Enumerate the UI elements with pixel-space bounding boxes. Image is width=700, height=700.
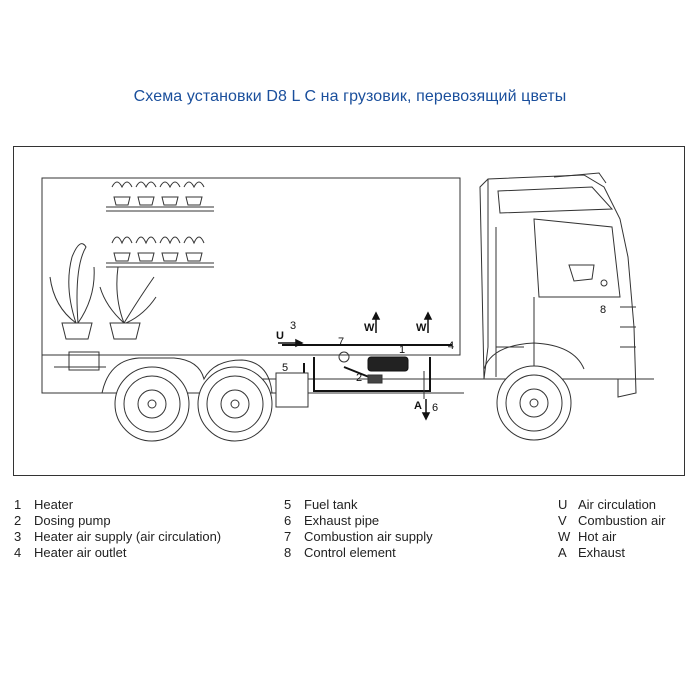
heater-unit [338, 351, 409, 384]
label-a: A [414, 400, 422, 412]
legend-item: 5 Fuel tank [284, 497, 433, 513]
potted-plants [49, 243, 157, 340]
legend-text: Control element [304, 545, 396, 560]
legend-text: Exhaust [578, 545, 625, 560]
flower-shelves [106, 181, 214, 268]
legend-text: Heater air supply (air circulation) [34, 529, 222, 544]
legend-key: 5 [284, 497, 292, 512]
legend-text: Air circulation [578, 497, 657, 512]
callout-2: 2 [356, 372, 362, 384]
legend-item: A Exhaust [558, 545, 665, 561]
legend-text: Combustion air supply [304, 529, 433, 544]
label-u: U [276, 330, 284, 342]
label-w-1: W [364, 322, 375, 334]
legend-key: 1 [14, 497, 22, 512]
truck-cab [479, 174, 637, 398]
legend-text: Heater [34, 497, 74, 512]
cargo-box [41, 177, 461, 356]
heater-ducts [282, 344, 452, 392]
callout-3: 3 [290, 320, 296, 332]
rear-wheel-1 [114, 366, 190, 442]
legend-item: 3 Heater air supply (air circulation) [14, 529, 221, 545]
rear-wheel-2 [197, 366, 273, 442]
control-element [600, 279, 608, 287]
legend-key: W [558, 529, 571, 544]
rear-fender [101, 357, 273, 394]
diagram-title: Схема установки D8 L C на грузовик, пере… [133, 88, 567, 105]
legend-key: 2 [14, 513, 22, 528]
legend-item: 4 Heater air outlet [14, 545, 221, 561]
legend-text: Dosing pump [34, 513, 111, 528]
callout-4: 4 [448, 340, 454, 352]
legend-text: Exhaust pipe [304, 513, 380, 528]
fuel-tank [275, 372, 309, 408]
legend-item: V Combustion air [558, 513, 665, 529]
legend-item: W Hot air [558, 529, 665, 545]
legend-column-components-1: 1 Heater 2 Dosing pump 3 Heater air supply (a… [14, 497, 221, 561]
callout-6: 6 [432, 402, 438, 414]
legend-item: 7 Combustion air supply [284, 529, 433, 545]
legend-text: Hot air [578, 529, 617, 544]
chassis-frame [41, 355, 654, 394]
callout-8: 8 [600, 304, 606, 316]
callout-1: 1 [399, 344, 405, 356]
legend-text: Heater air outlet [34, 545, 127, 560]
truck-illustration: 1 2 3 4 5 6 7 8 U W W A [41, 172, 654, 442]
callout-5: 5 [282, 362, 288, 374]
legend-item: 6 Exhaust pipe [284, 513, 433, 529]
callout-7: 7 [338, 336, 344, 348]
legend-item: 1 Heater [14, 497, 221, 513]
legend-item: 2 Dosing pump [14, 513, 221, 529]
legend-item: U Air circulation [558, 497, 665, 513]
legend-key: 7 [284, 529, 292, 544]
legend-item: 8 Control element [284, 545, 433, 561]
label-w-2: W [416, 322, 427, 334]
legend-key: 8 [284, 545, 292, 560]
front-wheel [496, 365, 572, 441]
legend-text: Fuel tank [304, 497, 358, 512]
legend-text: Combustion air [578, 513, 666, 528]
legend-key: V [558, 513, 567, 528]
installation-diagram: 1 2 3 4 5 6 7 8 U W W A [13, 146, 685, 476]
legend-key: 3 [14, 529, 22, 544]
legend-key: 4 [14, 545, 22, 560]
legend-key: 6 [284, 513, 292, 528]
legend-key: U [558, 497, 568, 512]
legend-key: A [558, 545, 567, 560]
legend-column-components-2: 5 Fuel tank 6 Exhaust pipe 7 Combustion air s… [284, 497, 433, 561]
airflow-arrows [278, 311, 433, 421]
